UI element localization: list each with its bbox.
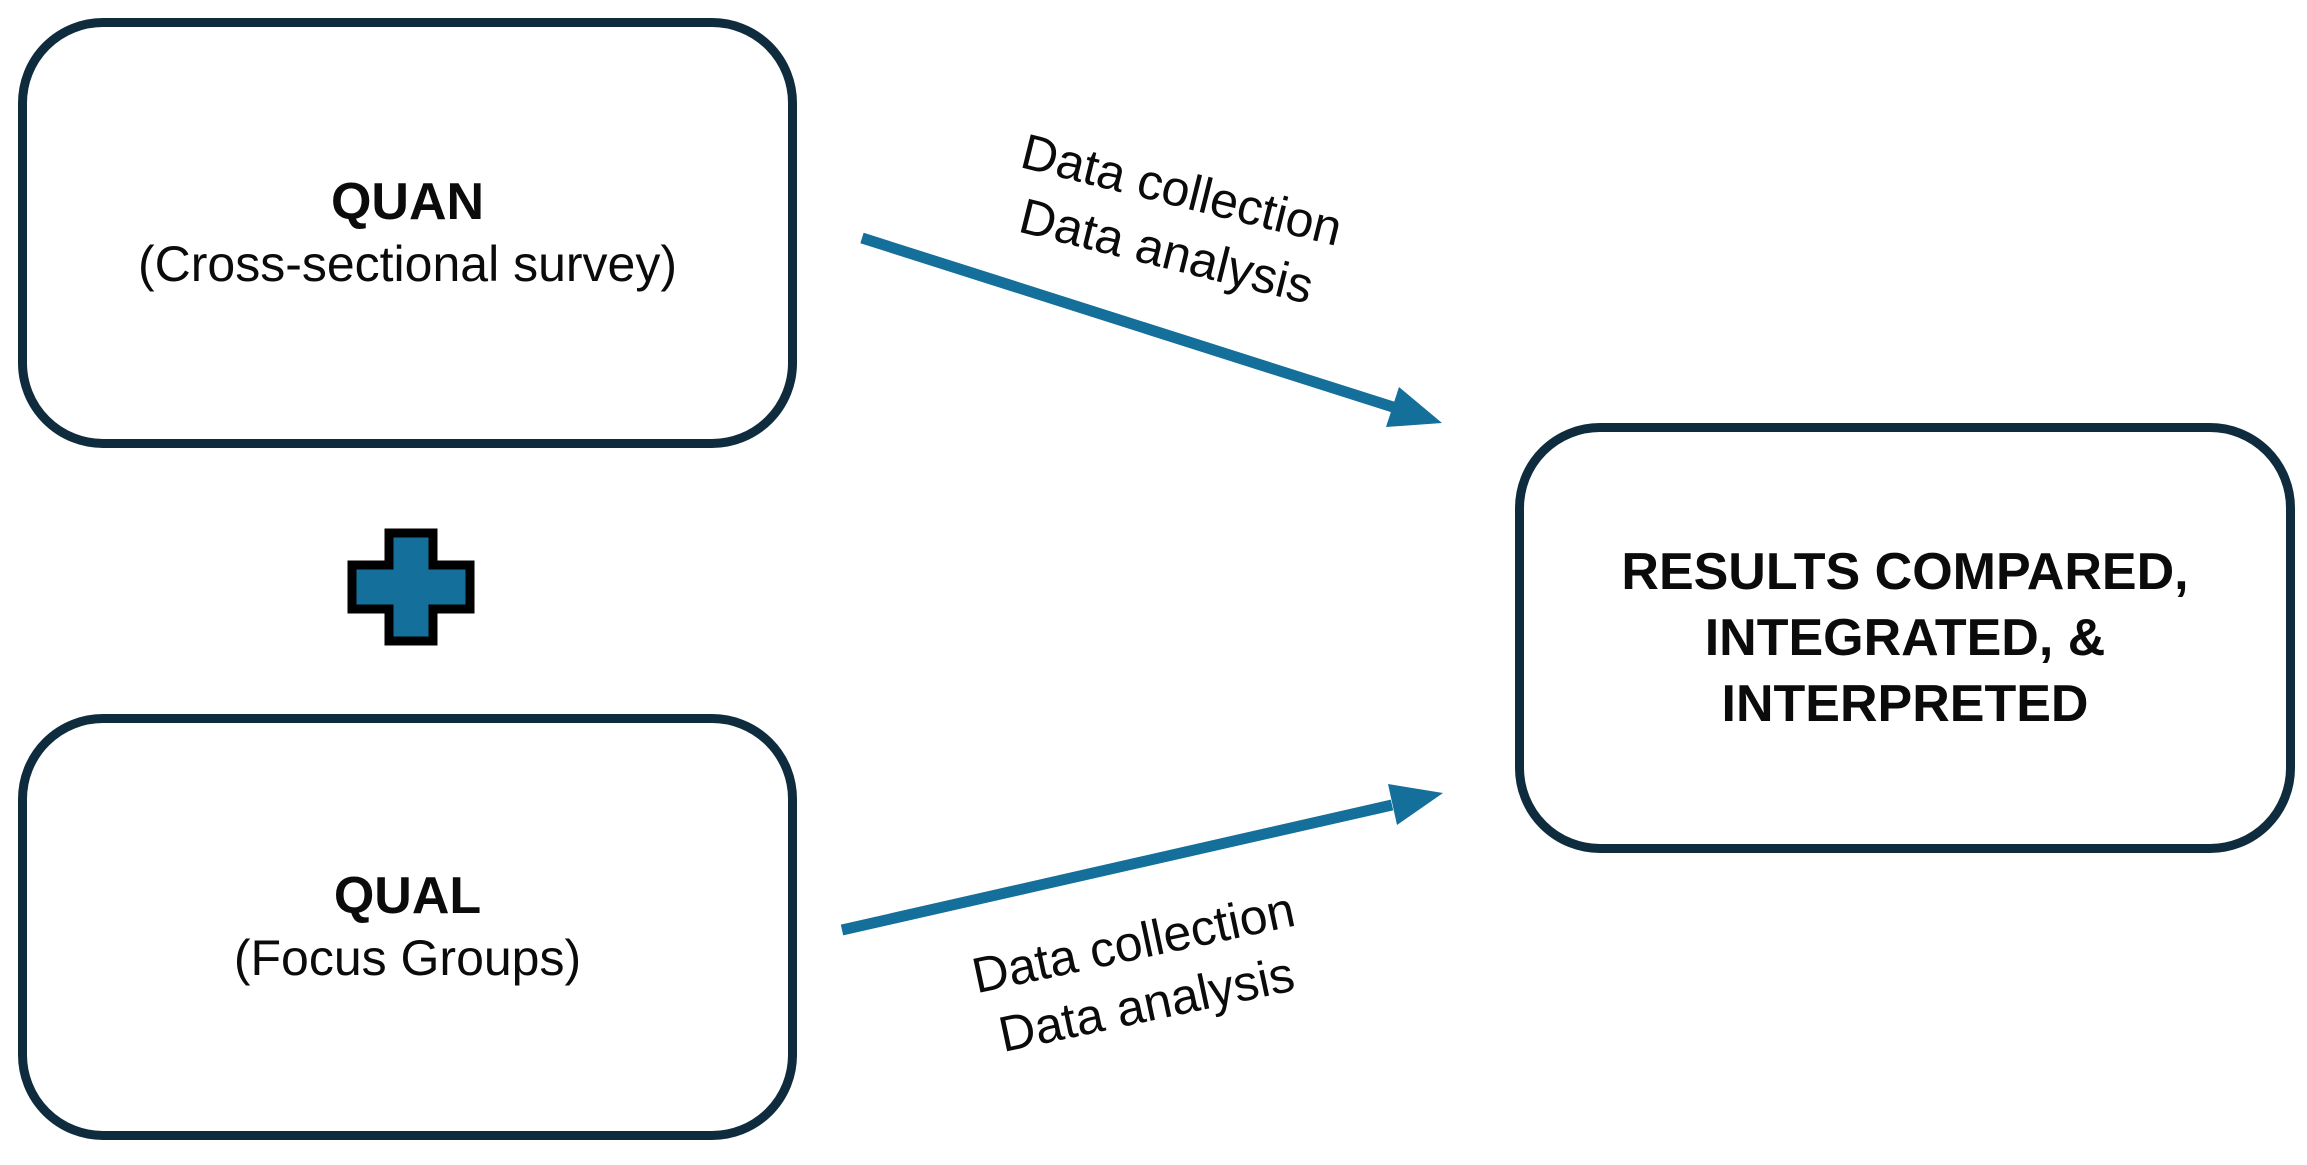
results-box: RESULTS COMPARED, INTEGRATED, & INTERPRE… [1515, 423, 2295, 853]
results-box-line: INTEGRATED, & [1704, 609, 2106, 667]
results-box-line: RESULTS COMPARED, [1621, 543, 2189, 601]
results-box-line: INTERPRETED [1721, 675, 2089, 733]
quan-box-subtitle: (Cross-sectional survey) [137, 236, 677, 292]
bottom-arrow-head-icon [1388, 784, 1443, 825]
bottom-arrow-line [840, 799, 1394, 936]
plus-icon [347, 528, 475, 646]
top-arrow-head-icon [1386, 387, 1442, 427]
quan-box-title: QUAN [330, 173, 485, 231]
quan-box: QUAN (Cross-sectional survey) [18, 18, 797, 448]
qual-box: QUAL (Focus Groups) [18, 714, 797, 1140]
top-arrow-line [860, 232, 1395, 413]
qual-box-subtitle: (Focus Groups) [233, 930, 582, 986]
qual-box-title: QUAL [333, 867, 482, 925]
